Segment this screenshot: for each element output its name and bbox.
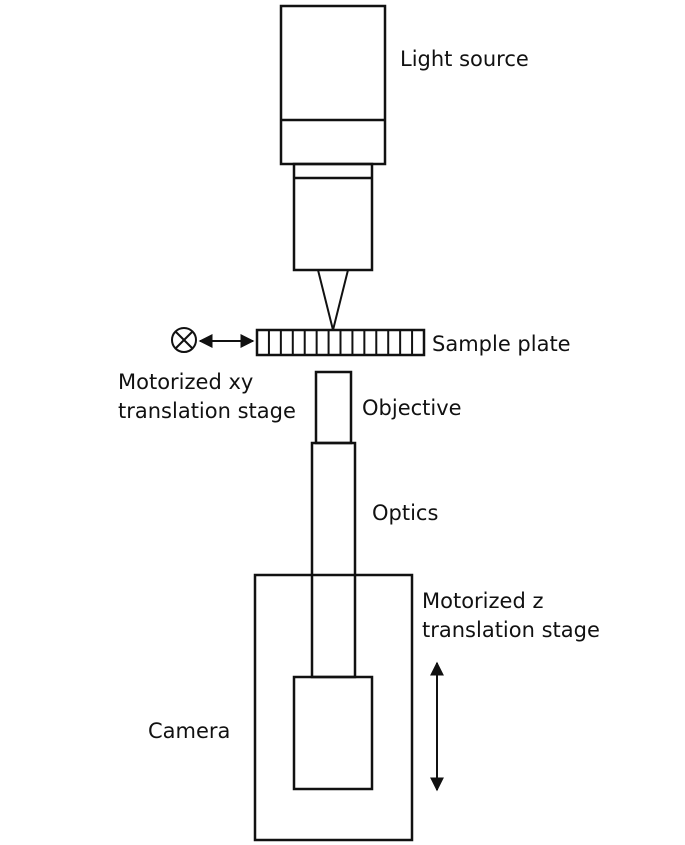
light-cone [317, 269, 349, 331]
axis-circle [171, 327, 197, 353]
condenser [292, 162, 374, 272]
axis-into-page-icon [171, 327, 197, 353]
light-cone-left-edge [317, 269, 334, 331]
optics-label: Optics [372, 501, 438, 525]
z-stage-label-line2: translation stage [422, 618, 600, 642]
light-source [279, 4, 387, 166]
optics-tube [310, 441, 357, 679]
condenser-tube [292, 162, 374, 272]
light-source-housing [279, 4, 387, 166]
objective-label: Objective [362, 396, 462, 420]
objective [314, 370, 353, 445]
sample-plate-wells [267, 330, 414, 355]
xy-stage-label-line1: Motorized xy [118, 370, 253, 394]
sample-plate-label: Sample plate [432, 332, 571, 356]
camera [292, 675, 374, 791]
light-cone-right-edge [332, 269, 349, 331]
axis-cross-b [175, 331, 193, 349]
light-source-label: Light source [400, 47, 529, 71]
z-translation-stage [253, 573, 414, 842]
z-stage-label-line1: Motorized z [422, 589, 544, 613]
sample-plate [255, 328, 426, 357]
camera-label: Camera [148, 719, 230, 743]
xy-stage-label-line2: translation stage [118, 399, 296, 423]
